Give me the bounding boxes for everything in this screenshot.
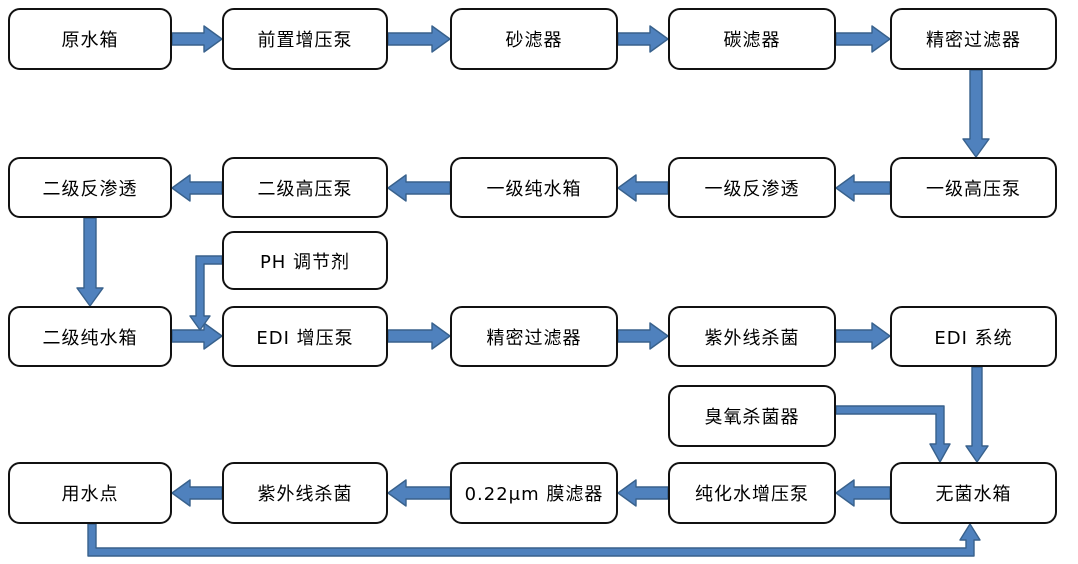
arrow-ozone-to-steriletank — [835, 405, 951, 463]
node-stage1-hp-pump: 一级高压泵 — [890, 157, 1057, 218]
arrow-edipump-to-precision2 — [387, 322, 451, 350]
node-label: 一级反渗透 — [704, 178, 800, 200]
node-label: 二级反渗透 — [42, 178, 138, 200]
node-label: PH 调节剂 — [259, 251, 351, 273]
arrow-membrane-to-uv2 — [387, 479, 451, 507]
node-carbon-filter: 碳滤器 — [668, 8, 836, 70]
node-label: 纯化水增压泵 — [695, 484, 809, 505]
arrow-uv1-to-edisystem — [835, 322, 891, 350]
arrow-sand-to-carbon — [617, 25, 669, 53]
node-label: 精密过滤器 — [486, 327, 582, 349]
node-label: 二级纯水箱 — [42, 327, 138, 349]
node-label: 碳滤器 — [723, 30, 781, 51]
arrow-usepoint-return-to-steriletank — [87, 523, 981, 557]
node-pre-booster-pump: 前置增压泵 — [222, 8, 388, 70]
node-label: 0.22μm 膜滤器 — [464, 484, 604, 505]
node-sterile-water-tank: 无菌水箱 — [890, 462, 1057, 524]
arrow-uv2-to-usepoint — [171, 479, 223, 507]
arrow-edisystem-to-steriletank — [965, 366, 989, 463]
arrow-puretank1-to-hp2 — [387, 174, 451, 202]
arrow-purifiedpump-to-membrane — [617, 479, 669, 507]
node-label: 用水点 — [61, 484, 119, 505]
node-edi-booster-pump: EDI 增压泵 — [222, 306, 388, 367]
arrow-steriletank-to-purifiedpump — [835, 479, 891, 507]
node-label: 紫外线杀菌 — [704, 327, 800, 349]
arrow-prebooster-to-sand — [387, 25, 451, 53]
node-precision-filter-1: 精密过滤器 — [890, 8, 1057, 70]
node-water-use-point: 用水点 — [8, 462, 172, 524]
node-ph-regulator: PH 调节剂 — [222, 231, 388, 290]
node-label: 前置增压泵 — [257, 30, 353, 51]
arrow-raw-to-prebooster — [171, 25, 223, 53]
arrow-hp2-to-ro2 — [171, 174, 223, 202]
node-precision-filter-2: 精密过滤器 — [450, 306, 618, 367]
arrow-precision1-to-hp1 — [962, 69, 990, 158]
node-label: 一级纯水箱 — [486, 178, 582, 200]
arrow-ro1-to-puretank1 — [617, 174, 669, 202]
arrow-puretank2-to-edipump — [171, 322, 223, 350]
node-label: 二级高压泵 — [257, 178, 353, 200]
node-label: 臭氧杀菌器 — [704, 407, 800, 428]
node-label: 紫外线杀菌 — [257, 484, 353, 505]
node-sand-filter: 砂滤器 — [450, 8, 618, 70]
node-stage1-pure-water-tank: 一级纯水箱 — [450, 157, 618, 218]
node-stage2-ro: 二级反渗透 — [8, 157, 172, 218]
arrow-precision2-to-uv1 — [617, 322, 669, 350]
node-stage2-pure-water-tank: 二级纯水箱 — [8, 306, 172, 367]
node-stage1-ro: 一级反渗透 — [668, 157, 836, 218]
node-label: 砂滤器 — [505, 30, 563, 51]
arrow-ro2-to-puretank2 — [76, 217, 104, 307]
node-label: 精密过滤器 — [926, 30, 1021, 51]
node-raw-water-tank: 原水箱 — [8, 8, 172, 70]
node-label: 原水箱 — [61, 30, 119, 51]
node-uv-sterilizer-1: 紫外线杀菌 — [668, 306, 836, 367]
node-uv-sterilizer-2: 紫外线杀菌 — [222, 462, 388, 524]
arrow-ph-to-edipump — [189, 255, 223, 331]
node-purified-water-booster-pump: 纯化水增压泵 — [668, 462, 836, 524]
node-ozone-sterilizer: 臭氧杀菌器 — [668, 385, 836, 447]
node-label: EDI 增压泵 — [256, 327, 354, 349]
node-edi-system: EDI 系统 — [890, 306, 1057, 367]
arrow-hp1-to-ro1 — [835, 174, 891, 202]
node-label: EDI 系统 — [934, 327, 1013, 349]
arrow-carbon-to-precision1 — [835, 25, 891, 53]
node-label: 一级高压泵 — [926, 178, 1021, 200]
node-stage2-hp-pump: 二级高压泵 — [222, 157, 388, 218]
node-label: 无菌水箱 — [935, 484, 1012, 505]
node-membrane-filter-022um: 0.22μm 膜滤器 — [450, 462, 618, 524]
